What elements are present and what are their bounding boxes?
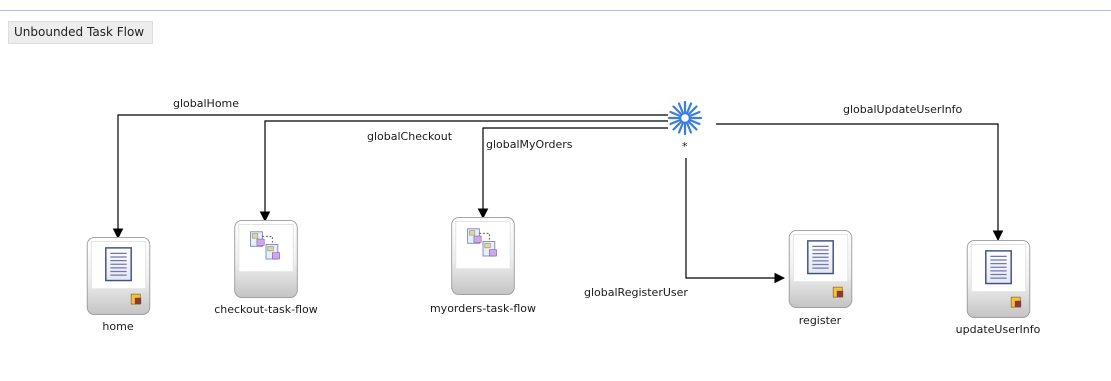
updateUserInfo-view-page-icon[interactable] xyxy=(966,240,1031,318)
edge-globalUpdateUserInfo[interactable] xyxy=(716,123,1004,242)
edge-label-globalMyOrders[interactable]: globalMyOrders xyxy=(486,138,573,151)
myorders-task-flow-call-icon[interactable] xyxy=(451,217,515,295)
node-label-myorders-task-flow[interactable]: myorders-task-flow xyxy=(430,302,536,315)
edge-globalCheckout[interactable] xyxy=(259,120,668,223)
wildcard-label: * xyxy=(682,140,688,153)
wildcard-asterisk-icon[interactable] xyxy=(667,100,703,136)
register-view-page-icon[interactable] xyxy=(788,230,853,308)
edge-globalMyOrders[interactable] xyxy=(477,127,668,220)
edge-globalRegisterUser[interactable] xyxy=(685,158,786,284)
edge-label-globalRegisterUser[interactable]: globalRegisterUser xyxy=(584,286,688,299)
node-label-home[interactable]: home xyxy=(102,320,133,333)
edge-globalHome[interactable] xyxy=(112,114,668,240)
home-view-page-icon[interactable] xyxy=(86,237,151,315)
edge-label-globalUpdateUserInfo[interactable]: globalUpdateUserInfo xyxy=(843,103,963,116)
node-label-checkout-task-flow[interactable]: checkout-task-flow xyxy=(214,303,318,316)
edge-label-globalHome[interactable]: globalHome xyxy=(173,97,239,110)
node-label-register[interactable]: register xyxy=(799,314,842,327)
checkout-task-flow-call-icon[interactable] xyxy=(234,220,298,298)
edge-label-globalCheckout[interactable]: globalCheckout xyxy=(367,130,453,143)
diagram-title-tab[interactable]: Unbounded Task Flow xyxy=(8,21,154,44)
node-label-updateUserInfo[interactable]: updateUserInfo xyxy=(956,323,1041,336)
top-divider xyxy=(0,10,1111,11)
